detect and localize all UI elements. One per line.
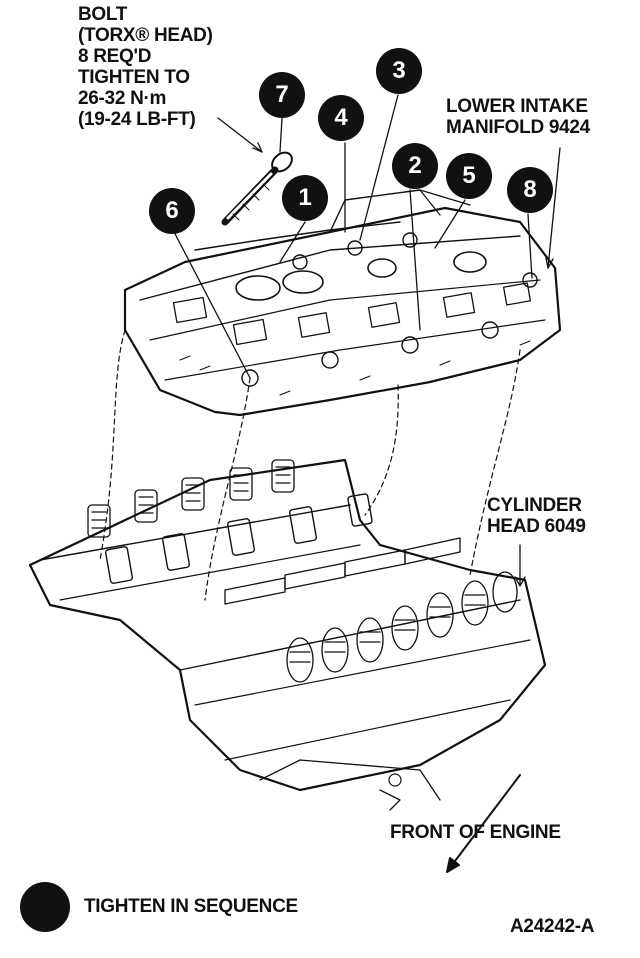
bolt-label-line-6: (19-24 LB-FT) (78, 109, 196, 130)
sequence-badge-7: 7 (259, 72, 305, 118)
bolt-label-line-4: TIGHTEN TO (78, 67, 190, 88)
manifold-label-line-2: MANIFOLD 9424 (446, 117, 590, 138)
front-arrow (446, 774, 521, 873)
legend-text: TIGHTEN IN SEQUENCE (84, 896, 298, 917)
bolt-label: BOLT (TORX® HEAD) 8 REQ'D TIGHTEN TO 26-… (78, 4, 213, 130)
cylinder-head-label: CYLINDER HEAD 6049 (487, 495, 586, 537)
cylinder-head-label-line-1: CYLINDER (487, 495, 582, 516)
sequence-badge-1: 1 (282, 175, 328, 221)
sequence-badge-6: 6 (149, 188, 195, 234)
manifold-label-line-1: LOWER INTAKE (446, 96, 588, 117)
lower-intake-manifold (123, 189, 562, 417)
cylinder-head-label-line-2: HEAD 6049 (487, 516, 586, 537)
legend-badge-icon (20, 882, 70, 932)
bolt-label-line-5: 26-32 N·m (78, 88, 167, 109)
bolt-label-line-3: 8 REQ'D (78, 46, 152, 67)
manifold-label: LOWER INTAKE MANIFOLD 9424 (446, 96, 590, 138)
bolt-label-line-2: (TORX® HEAD) (78, 25, 213, 46)
sequence-badge-4: 4 (318, 95, 364, 141)
sequence-badge-5: 5 (446, 153, 492, 199)
sequence-badge-2: 2 (392, 143, 438, 189)
sequence-badge-8: 8 (507, 167, 553, 213)
figure-id: A24242-A (510, 916, 595, 937)
cylinder-head (28, 458, 547, 811)
sequence-badge-3: 3 (376, 48, 422, 94)
alignment-lines (99, 329, 521, 601)
bolt-label-line-1: BOLT (78, 4, 128, 25)
torx-bolt (221, 151, 293, 226)
front-of-engine-label: FRONT OF ENGINE (390, 822, 561, 843)
sequence-leaders (171, 94, 561, 587)
